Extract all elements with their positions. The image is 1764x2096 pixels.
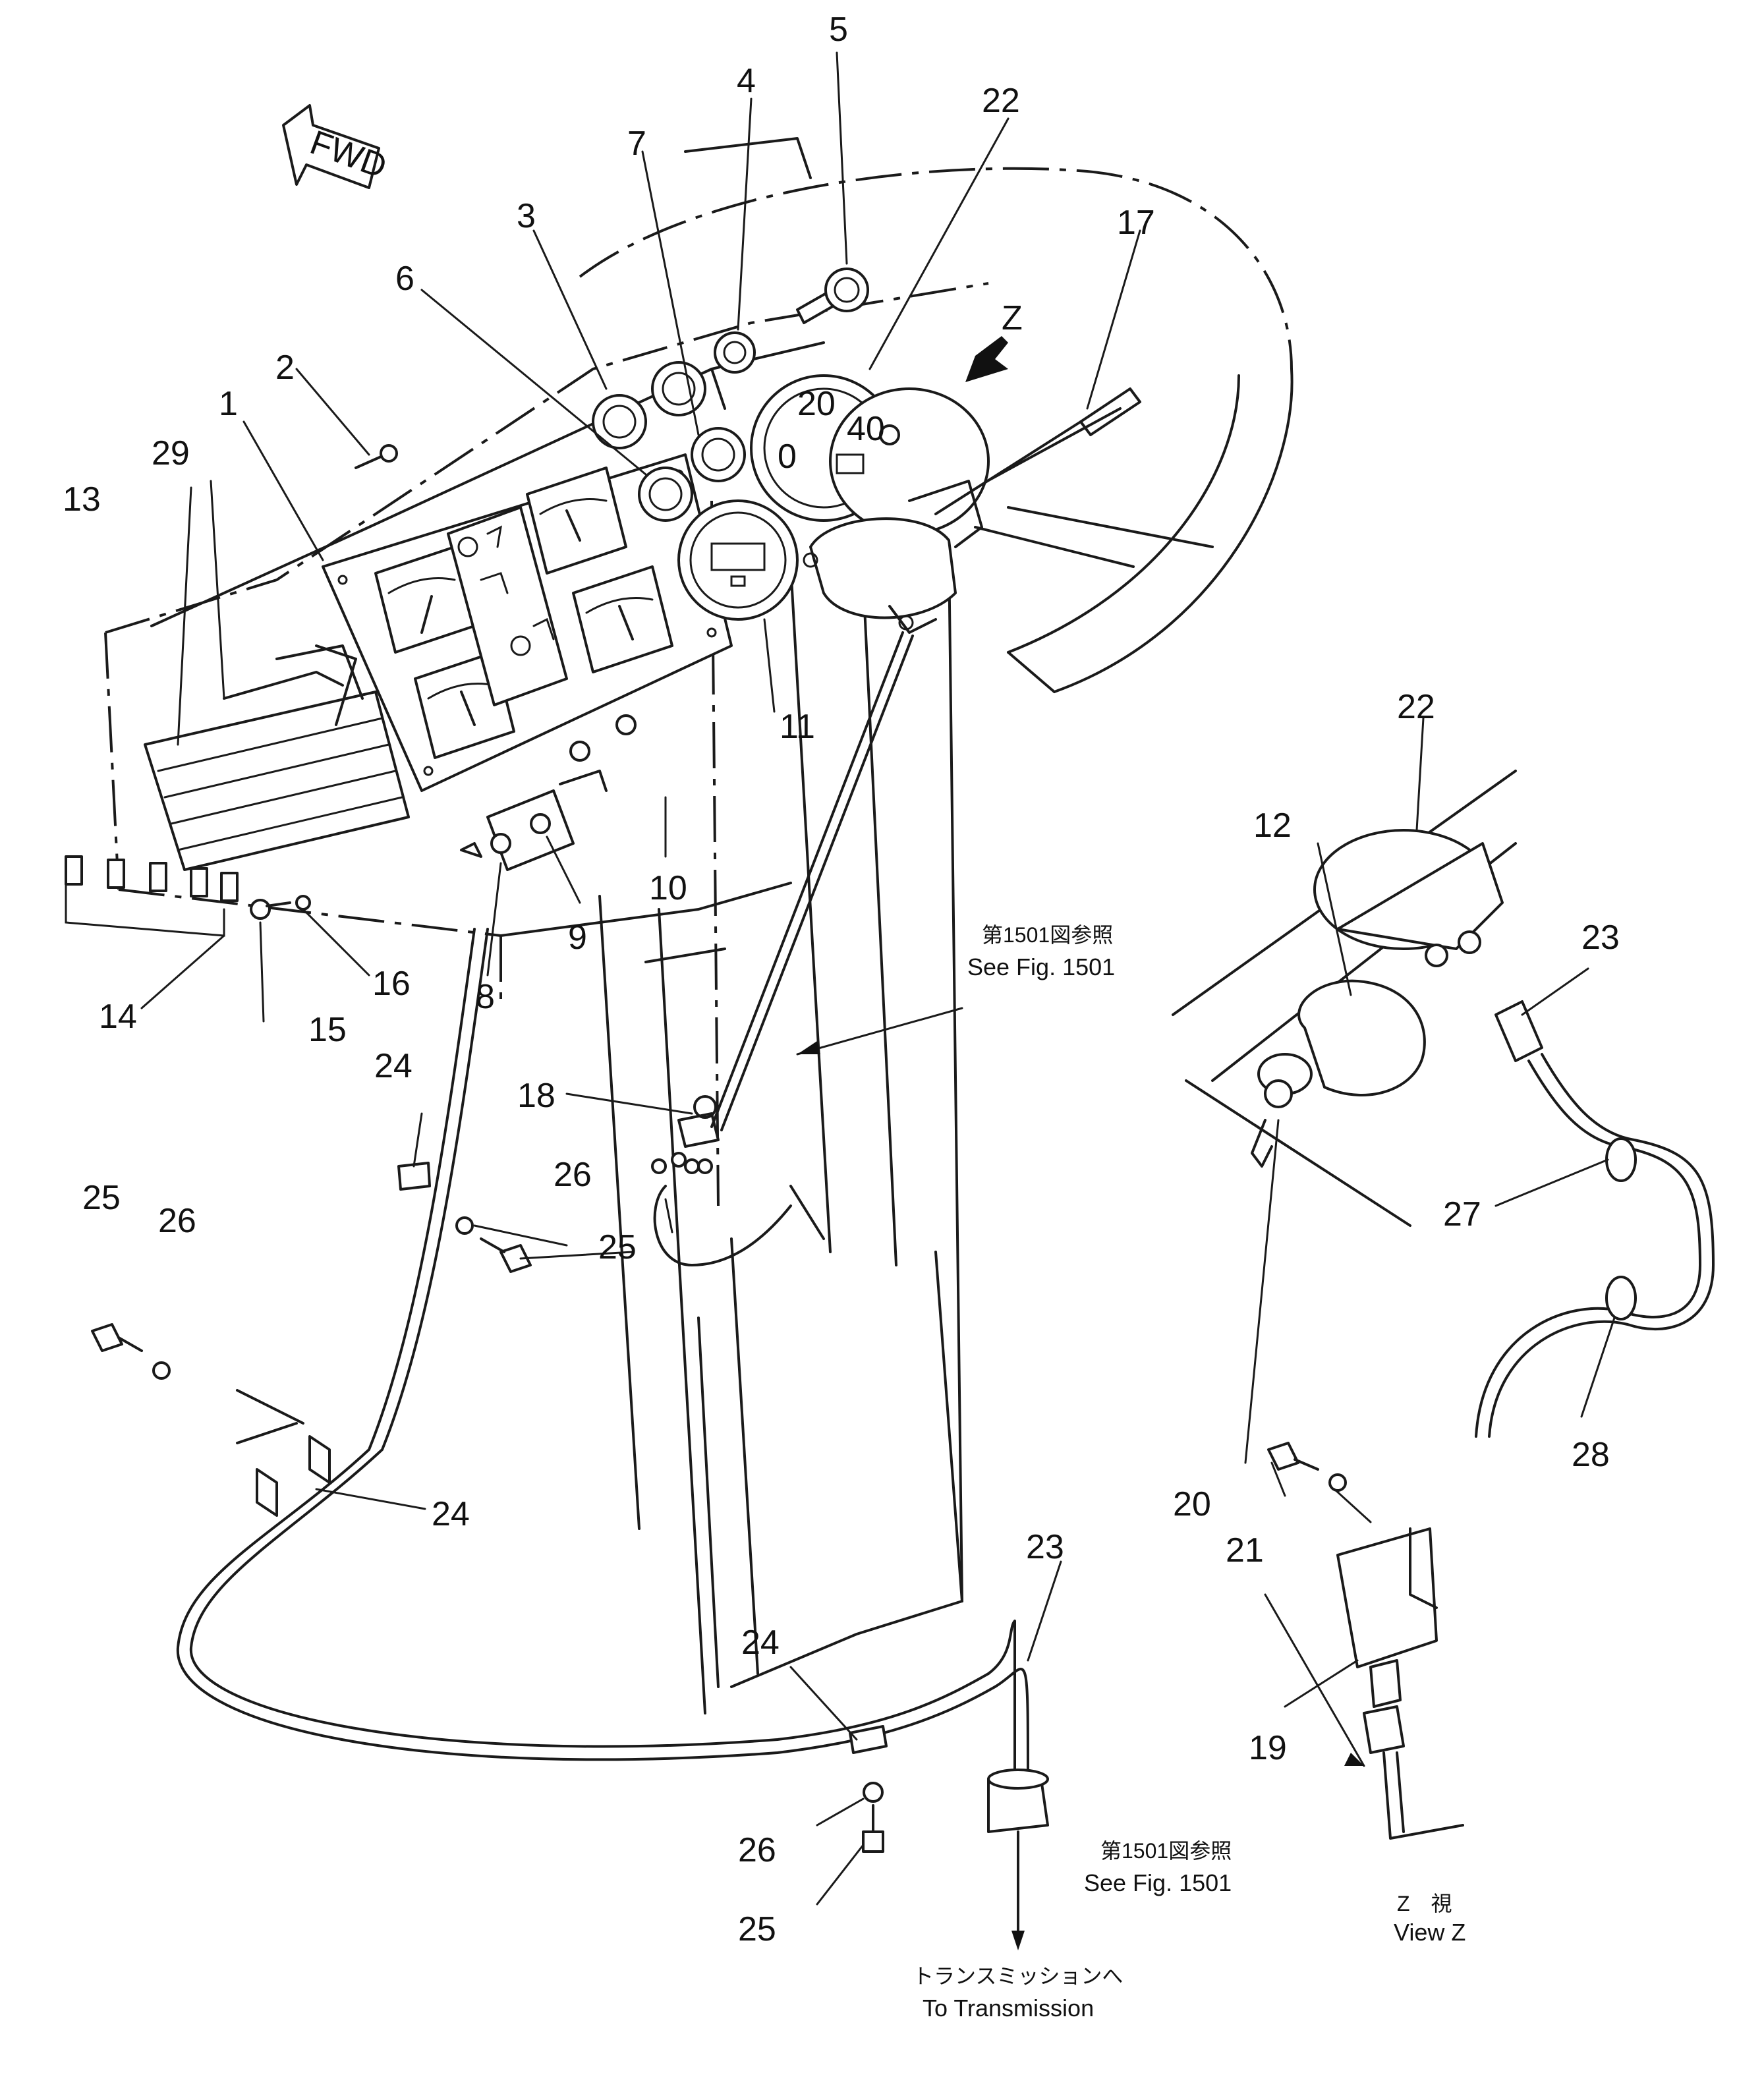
dashboard-panel bbox=[104, 282, 989, 1002]
fuse-set bbox=[65, 855, 239, 937]
callout-13: 13 bbox=[63, 480, 101, 519]
steering-column bbox=[598, 500, 963, 1714]
column-clamp bbox=[803, 480, 983, 634]
screw-2 bbox=[355, 444, 398, 469]
gauge-mark-20: 20 bbox=[797, 385, 836, 423]
connector-18 bbox=[651, 1095, 720, 1174]
cables bbox=[176, 631, 1029, 1780]
hour-meter bbox=[677, 499, 799, 621]
clip-24c bbox=[849, 1725, 888, 1754]
callout-1: 1 bbox=[219, 385, 238, 423]
fuse-box bbox=[144, 644, 410, 871]
callout-15: 15 bbox=[308, 1011, 347, 1049]
callout-27: 27 bbox=[1443, 1195, 1481, 1233]
meter-top-right bbox=[526, 467, 627, 575]
leader-lines bbox=[140, 51, 1616, 1906]
callout-23-main: 23 bbox=[1026, 1528, 1064, 1566]
callout-11: 11 bbox=[780, 708, 815, 746]
callout-8: 8 bbox=[476, 978, 495, 1016]
callout-17: 17 bbox=[1117, 204, 1155, 242]
callout-20: 20 bbox=[1173, 1485, 1211, 1523]
toggle-switches bbox=[460, 714, 637, 871]
washer-26b bbox=[455, 1216, 474, 1235]
washer-26c bbox=[863, 1782, 884, 1803]
bolt-25a bbox=[91, 1323, 143, 1352]
see-fig-note-a-jp: 第1501図参照 bbox=[982, 923, 1113, 947]
speedometer: 0 20 40 bbox=[750, 374, 990, 535]
callout-28: 28 bbox=[1572, 1436, 1610, 1474]
callout-26a: 26 bbox=[158, 1202, 196, 1240]
callout-4: 4 bbox=[737, 62, 756, 100]
transmission-note-jp: トランスミッションへ bbox=[913, 1964, 1123, 1988]
clip-24a bbox=[397, 1162, 431, 1191]
see-fig-note-a-en: See Fig. 1501 bbox=[967, 953, 1115, 980]
callout-25a: 25 bbox=[82, 1179, 121, 1217]
callout-29: 29 bbox=[152, 434, 190, 472]
screw-15 bbox=[250, 899, 291, 920]
washer-26a bbox=[152, 1361, 171, 1380]
callout-7: 7 bbox=[627, 125, 646, 163]
callout-24b: 24 bbox=[432, 1495, 470, 1533]
callout-6: 6 bbox=[395, 260, 414, 298]
view-z-caption-en: View Z bbox=[1394, 1919, 1465, 1946]
callout-22-view: 22 bbox=[1397, 688, 1435, 726]
transmission-note-en: To Transmission bbox=[923, 1995, 1094, 2022]
bolt-25b bbox=[480, 1237, 532, 1273]
fwd-arrow-icon: FWD bbox=[282, 104, 391, 189]
callout-25c: 25 bbox=[738, 1910, 776, 1948]
callout-22-main: 22 bbox=[982, 82, 1020, 120]
control-lever bbox=[934, 387, 1141, 515]
gauge-mark-0: 0 bbox=[778, 438, 797, 476]
callout-3: 3 bbox=[517, 197, 536, 235]
callout-9: 9 bbox=[568, 919, 587, 957]
callout-24c: 24 bbox=[741, 1624, 780, 1662]
view-z-caption-jp: Z 視 bbox=[1397, 1892, 1452, 1915]
see-fig-note-b-jp: 第1501図参照 bbox=[1100, 1839, 1232, 1863]
clip-24b bbox=[236, 1389, 331, 1517]
view-z-arrow-label: Z bbox=[1002, 299, 1023, 337]
meter-bottom-right bbox=[572, 565, 673, 673]
callout-10: 10 bbox=[649, 869, 687, 907]
transmission-connector bbox=[987, 1769, 1049, 1950]
callout-26b: 26 bbox=[554, 1156, 592, 1194]
gauge-mark-40: 40 bbox=[847, 410, 885, 448]
view-z-arrow-icon: Z bbox=[965, 299, 1023, 382]
washer-16 bbox=[295, 895, 311, 911]
callout-5: 5 bbox=[829, 11, 848, 49]
gauge-panel bbox=[322, 453, 733, 792]
pilot-lamps bbox=[592, 268, 869, 522]
callout-24a: 24 bbox=[374, 1047, 413, 1085]
notes: 第1501図参照 See Fig. 1501 第1501図参照 See Fig.… bbox=[913, 923, 1465, 2022]
callout-19: 19 bbox=[1249, 1729, 1287, 1767]
callout-16: 16 bbox=[372, 965, 411, 1003]
see-fig-note-b-en: See Fig. 1501 bbox=[1084, 1869, 1232, 1896]
callout-25b: 25 bbox=[598, 1228, 637, 1266]
callout-21: 21 bbox=[1226, 1531, 1264, 1570]
steering-wheel bbox=[579, 137, 1294, 693]
callout-23-view: 23 bbox=[1581, 919, 1620, 957]
callout-12: 12 bbox=[1253, 807, 1292, 845]
view-z-detail bbox=[1172, 770, 1715, 1840]
callout-2: 2 bbox=[275, 349, 295, 387]
indicator-strip bbox=[447, 506, 568, 706]
callout-numbers: 1 2 3 4 5 6 7 8 9 10 11 12 13 14 15 16 1… bbox=[63, 11, 1620, 1948]
callout-26c: 26 bbox=[738, 1831, 776, 1869]
callout-18: 18 bbox=[517, 1077, 555, 1115]
callout-14: 14 bbox=[99, 998, 137, 1036]
bolt-25c bbox=[862, 1804, 884, 1853]
